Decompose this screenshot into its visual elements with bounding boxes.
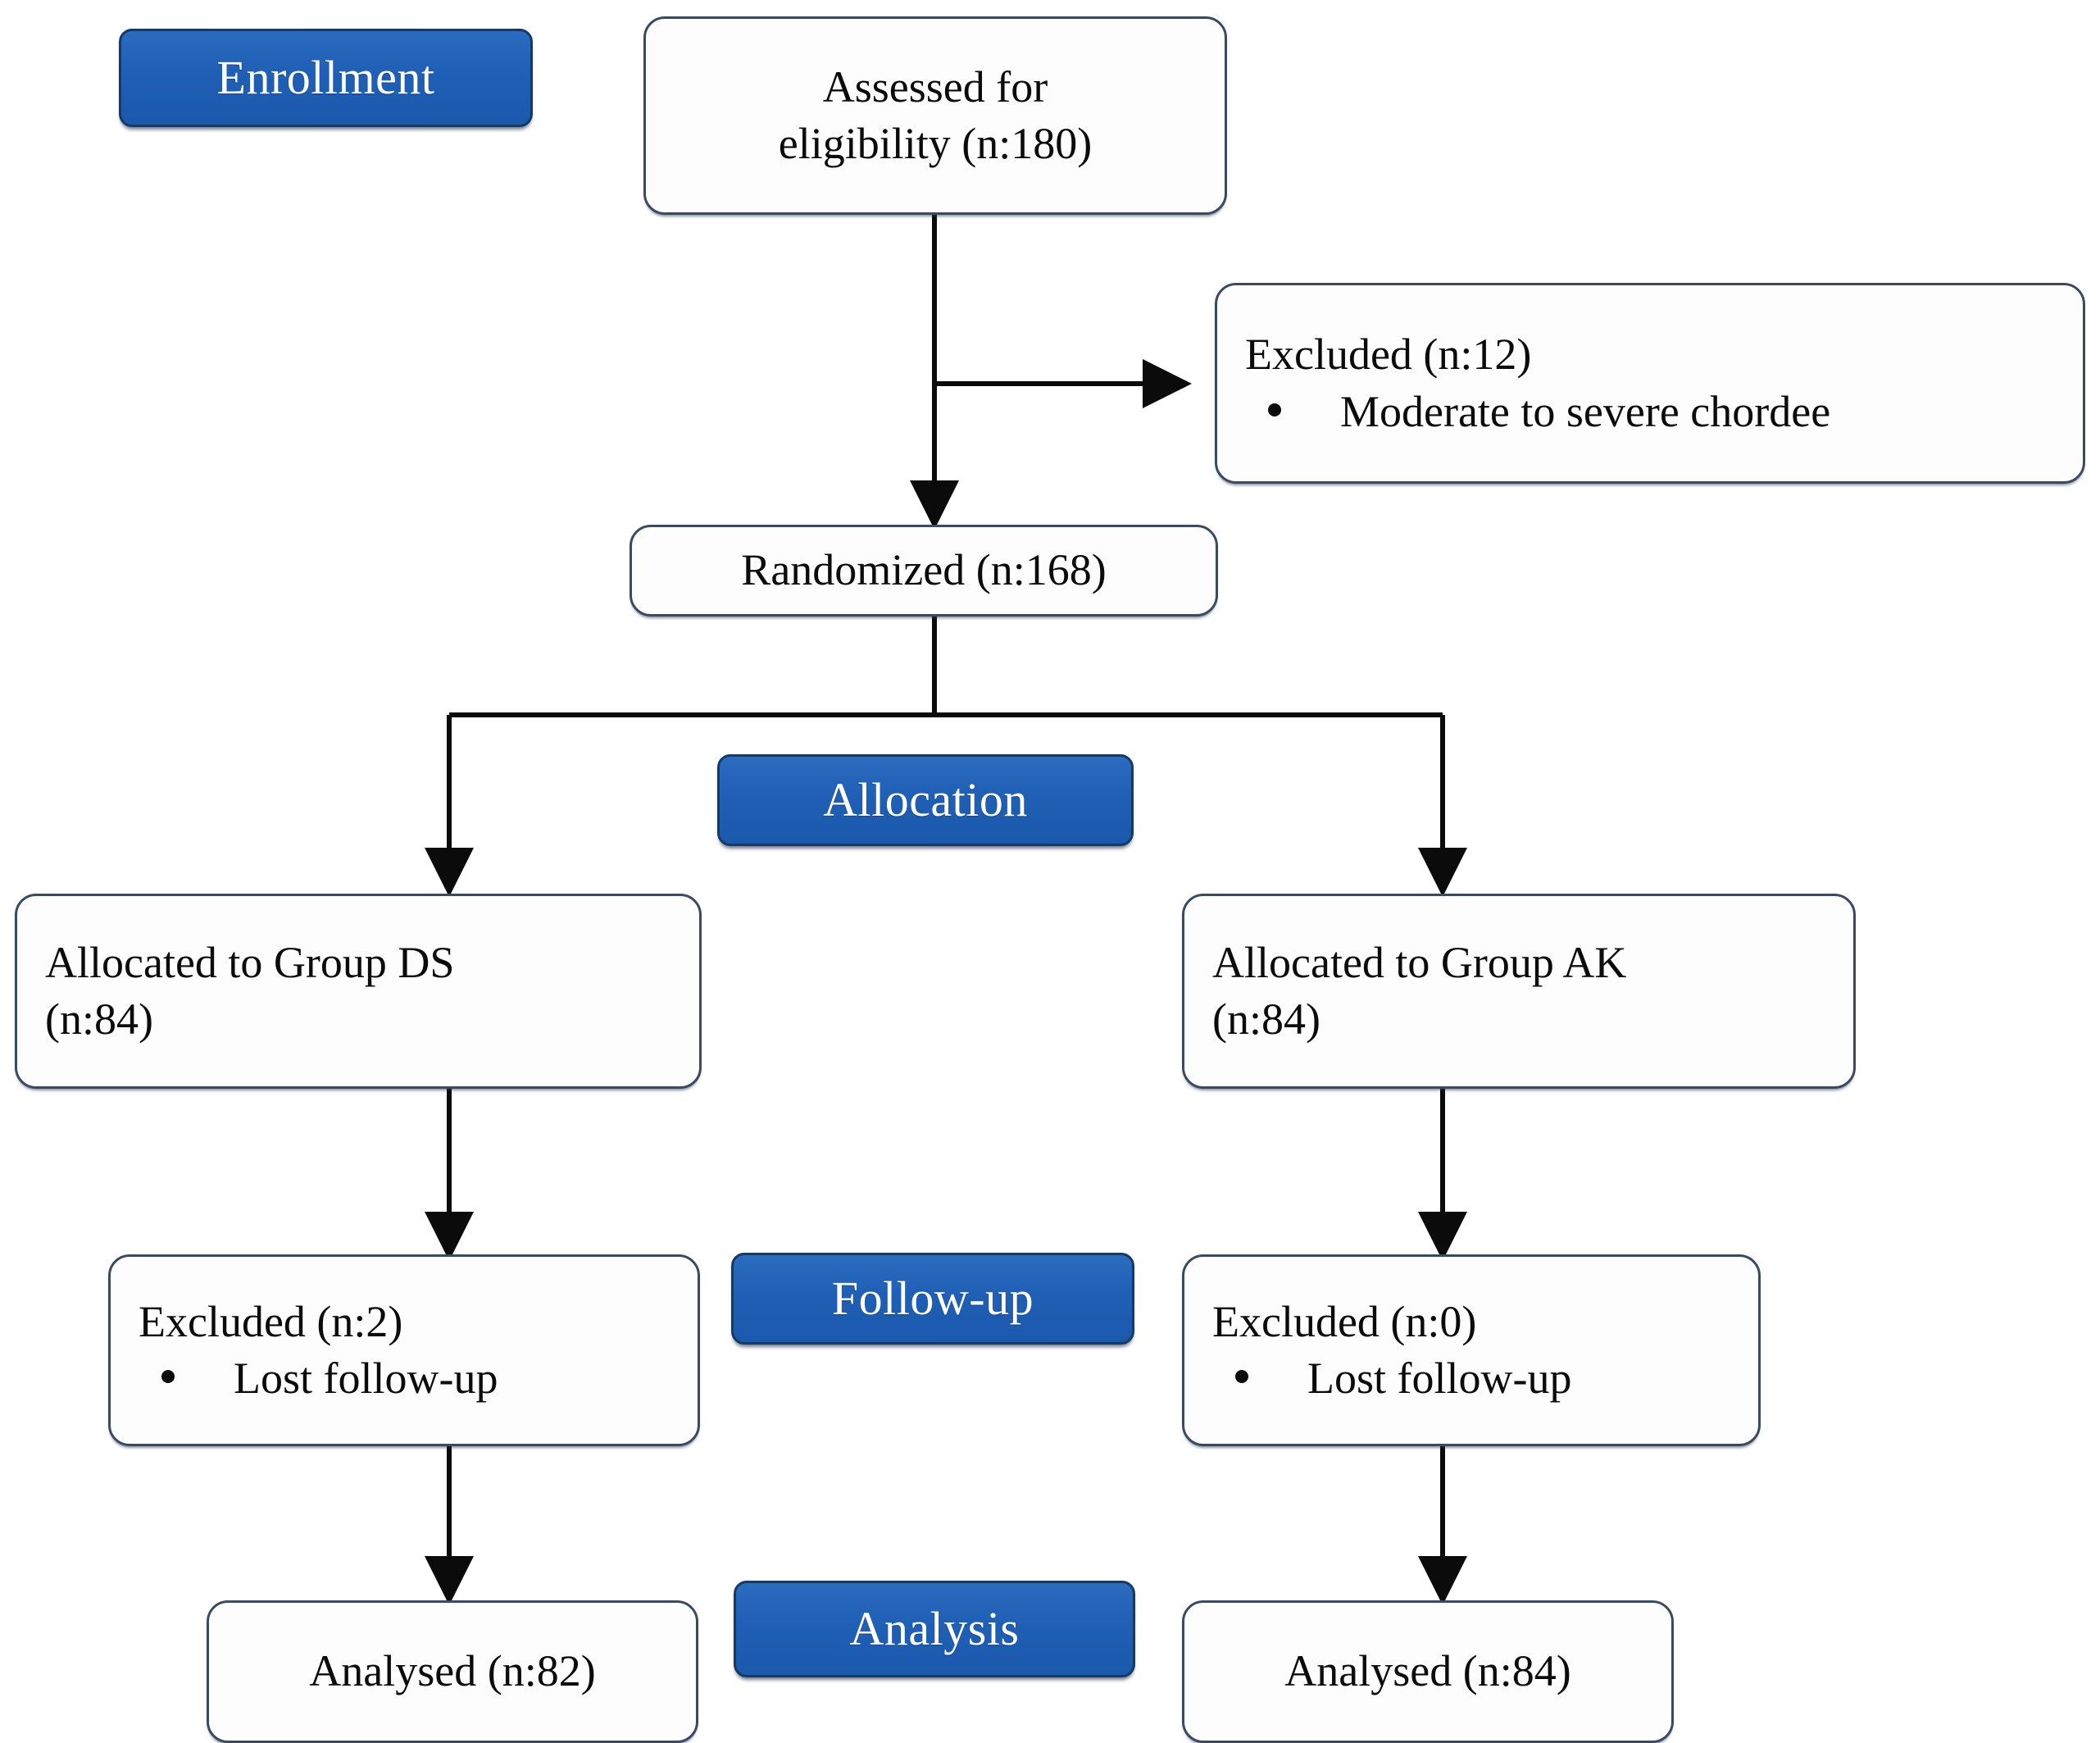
excluded-right-bullet-text: Lost follow-up [1307, 1354, 1572, 1403]
node-allocated-group-ds: Allocated to Group DS (n:84) [15, 894, 702, 1089]
bullet-icon [1235, 1370, 1248, 1383]
stage-badge-allocation-label: Allocation [823, 773, 1028, 826]
excluded-left-heading: Excluded (n:2) [139, 1296, 403, 1346]
stage-badge-followup: Follow-up [731, 1253, 1134, 1345]
excluded-screening-bullet-text: Moderate to severe chordee [1340, 386, 1831, 436]
bullet-icon [1268, 403, 1281, 416]
stage-badge-analysis: Analysis [734, 1581, 1135, 1677]
randomized-label: Randomized (n:168) [741, 545, 1107, 595]
assessed-line-2: eligibility (n:180) [778, 119, 1093, 168]
analysed-right-label: Analysed (n:84) [1284, 1646, 1571, 1696]
bullet-icon [161, 1370, 175, 1383]
assessed-line-1: Assessed for [822, 61, 1048, 111]
node-analysed-ak: Analysed (n:84) [1182, 1600, 1674, 1743]
stage-badge-enrollment: Enrollment [119, 29, 533, 127]
node-analysed-ds: Analysed (n:82) [207, 1600, 698, 1743]
allocated-right-line-1: Allocated to Group AK [1212, 937, 1627, 987]
allocated-left-line-2: (n:84) [45, 994, 153, 1044]
allocated-left-line-1: Allocated to Group DS [45, 937, 455, 987]
analysed-left-label: Analysed (n:82) [309, 1646, 596, 1696]
node-excluded-screening: Excluded (n:12) Moderate to severe chord… [1215, 283, 2085, 484]
excluded-screening-bullet-row: Moderate to severe chordee [1245, 384, 1830, 440]
excluded-right-heading: Excluded (n:0) [1212, 1296, 1477, 1346]
node-randomized: Randomized (n:168) [630, 525, 1218, 617]
stage-badge-enrollment-label: Enrollment [216, 51, 435, 104]
allocated-right-line-2: (n:84) [1212, 994, 1320, 1044]
excluded-left-bullet-row: Lost follow-up [139, 1350, 498, 1407]
excluded-right-bullet-row: Lost follow-up [1212, 1350, 1571, 1407]
stage-badge-followup-label: Follow-up [831, 1272, 1034, 1325]
node-excluded-followup-ds: Excluded (n:2) Lost follow-up [108, 1254, 700, 1446]
stage-badge-allocation: Allocation [717, 754, 1134, 846]
stage-badge-analysis-label: Analysis [849, 1602, 1020, 1655]
node-excluded-followup-ak: Excluded (n:0) Lost follow-up [1182, 1254, 1761, 1446]
node-allocated-group-ak: Allocated to Group AK (n:84) [1182, 894, 1856, 1089]
excluded-left-bullet-text: Lost follow-up [234, 1354, 498, 1403]
excluded-screening-heading: Excluded (n:12) [1245, 330, 1532, 380]
node-assessed-for-eligibility: Assessed for eligibility (n:180) [643, 16, 1227, 215]
